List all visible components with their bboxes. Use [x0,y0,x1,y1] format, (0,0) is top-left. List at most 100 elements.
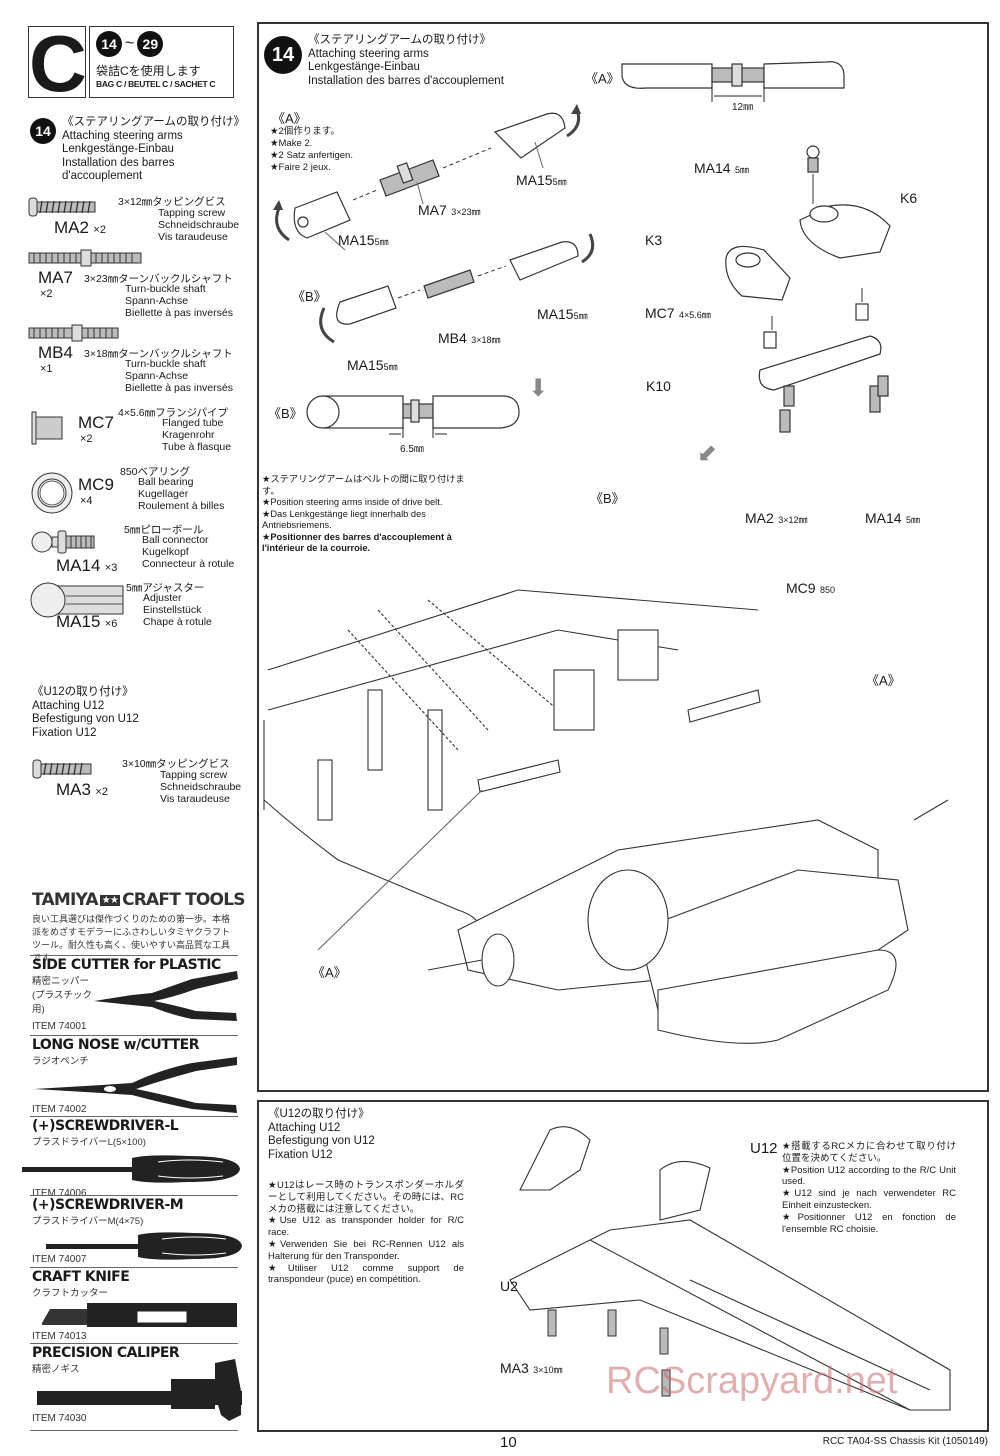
part-de: Einstellstück [143,604,202,616]
brand-left: TAMIYA [32,890,99,910]
part-code: MC9 [78,475,114,494]
assembly-a-label: 《A》 [272,111,307,126]
k3-label: K3 [645,232,663,248]
step-range-sep: ~ [125,35,135,52]
part-mb4: MB4 ×1 3×18㎜ターンバックルシャフト Turn-buckle shaf… [28,324,258,397]
step14-title-fr: Installation des barres d'accouplement [308,74,504,87]
u2-label: U2 [500,1278,518,1294]
note-line: ★Make 2. [270,138,313,149]
part-code: MA2 [54,218,89,237]
screwdriver-l-icon [22,1155,240,1183]
part-en: Flanged tube [162,417,224,429]
tool-precision-caliper: PRECISION CALIPER 精密ノギス ITEM 74030 [32,1345,242,1425]
part-de: Spann-Achse [125,295,189,307]
part-qty: ×6 [104,618,118,630]
divider [30,1195,238,1196]
u12-note-fr: ★Utiliser U12 comme support de transpond… [268,1262,464,1286]
sidebar-step-title-fr-1: Installation des barres [62,156,175,169]
tool-craft-knife: CRAFT KNIFE クラフトカッター ITEM 74013 [32,1269,242,1344]
part-spec-jp: 4×5.6㎜フランジパイプ [118,407,228,419]
turnbuckle-shaft-short-icon [28,324,119,342]
assembly-b-length-diagram [306,395,520,438]
bag-info-box: 14 ~ 29 袋詰Cを使用します BAG C / BEUTEL C / SAC… [89,26,234,98]
part-spec-jp: 3×10㎜タッピングビス [122,758,230,770]
part-spec-jp: 3×23㎜ターンバックルシャフト [84,273,233,285]
ma15-label-b-right: MA155㎜ [537,306,588,322]
part-qty: ×2 [80,433,93,445]
chassis-front-diagram [263,589,949,1044]
assembly-b-dimension: 6.5㎜ [400,444,424,455]
brand-right: CRAFT TOOLS [122,890,245,910]
part-en: Ball bearing [138,476,194,488]
part-fr: Vis taraudeuse [158,231,228,243]
assembly-a-diagram [273,104,581,251]
part-ma14: MA14 ×3 5㎜ピローボール Ball connector Kugelkop… [28,522,258,577]
tool-name: (+)SCREWDRIVER-L [32,1118,179,1134]
part-spec-jp: 850ベアリング [120,466,191,478]
tapping-screw-icon [32,759,92,779]
u12-position-note: ★搭載するRCメカに合わせて取り付け位置を決めてください。 ★Position … [782,1141,956,1235]
sidebar-u12-title-en: Attaching U12 [32,699,105,712]
screwdriver-m-icon [46,1232,242,1260]
sidebar-u12-title-jp: 《U12の取り付け》 [32,686,134,698]
kit-name: RCC TA04-SS Chassis Kit (1050149) [822,1436,988,1447]
part-spec-jp: 3×12㎜タッピングビス [118,196,226,208]
assembly-a-dim-label: 《A》 [585,71,620,86]
divider [30,1035,238,1036]
u12-pos-en: ★Position U12 according to the R/C Unit … [782,1164,956,1188]
tool-jp: 精密ノギス [32,1364,80,1375]
assembly-b-label: 《B》 [292,289,327,304]
part-fr: Connecteur à rotule [142,558,235,570]
u12-header: 《U12の取り付け》 Attaching U12 Befestigung von… [268,1108,375,1162]
sidebar-step-title-fr-2: d'accouplement [62,170,143,182]
note-line: ★2 Satz anfertigen. [270,150,353,161]
part-ma3: MA3 ×2 3×10㎜タッピングビス Tapping screw Schnei… [28,754,258,806]
part-de: Kragenrohr [162,429,215,441]
tool-jp: プラスドライバーM(4×75) [32,1216,144,1227]
down-arrow-icon: ⬇ [528,375,549,402]
part-code: MB4 [38,343,73,362]
sidebar-u12-header: 《U12の取り付け》 Attaching U12 Befestigung von… [32,686,139,740]
u12-pos-de: ★U12 sind je nach verwendeter RC Einheit… [782,1188,956,1211]
divider [30,955,238,956]
part-ma15: MA15 ×6 5㎜アジャスター Adjuster Einstellstück … [28,580,258,635]
note-line: ★2個作ります。 [270,126,340,137]
tool-name: LONG NOSE w/CUTTER [32,1037,200,1053]
u12-label: U12 [750,1140,778,1157]
tool-name: PRECISION CALIPER [32,1345,180,1361]
mc7-label: MC7 4×5.6㎜ [645,305,711,321]
step-to-badge: 29 [137,31,164,57]
bag-jp: 袋詰Cを使用します [96,64,201,78]
part-de: Kugellager [138,488,189,500]
part-fr: Biellette à pas inversés [125,382,233,394]
craft-tools-brand: TAMIYA★★CRAFT TOOLS [32,890,246,910]
tool-item: ITEM 74001 [32,1021,87,1032]
part-fr: Roulement à billes [138,500,225,512]
step14-title-en: Attaching steering arms [308,47,429,60]
k6-label: K6 [900,190,918,206]
u12-pos-jp: ★搭載するRCメカに合わせて取り付け位置を決めてください。 [782,1141,956,1164]
part-mc7: MC7 ×2 4×5.6㎜フランジパイプ Flanged tube Kragen… [28,403,258,463]
part-code: MC7 [78,413,114,432]
sidebar-u12-title-fr: Fixation U12 [32,726,97,739]
sidebar-step14-header: 14 《ステアリングアームの取り付け》 Attaching steering a… [30,116,250,184]
tool-name: (+)SCREWDRIVER-M [32,1197,184,1213]
u12-title-fr: Fixation U12 [268,1148,333,1161]
tool-name: SIDE CUTTER for PLASTIC [32,957,221,973]
long-nose-pliers-icon [34,1057,237,1113]
u12-title-jp: 《U12の取り付け》 [268,1108,370,1120]
part-qty: ×1 [40,363,53,375]
part-qty: ×4 [80,495,93,507]
part-mc9: MC9 ×4 850ベアリング Ball bearing Kugellager … [28,465,258,520]
turnbuckle-shaft-icon [28,249,142,267]
part-qty: ×2 [40,288,53,300]
bag-letter-box: C [28,24,87,104]
craft-knife-icon [42,1303,237,1327]
tool-jp: 精密ニッパー (プラスチック用) [32,976,92,1015]
part-spec-jp: 5㎜アジャスター [126,582,205,594]
belt-note-fr: ★Positionner des barres d'accouplement à… [262,531,452,554]
tool-item: ITEM 74007 [32,1254,87,1265]
ma3-label: MA3 3×10㎜ [500,1360,563,1376]
chassis-a-left-label: 《A》 [312,965,347,980]
tool-item: ITEM 74006 [32,1188,87,1199]
